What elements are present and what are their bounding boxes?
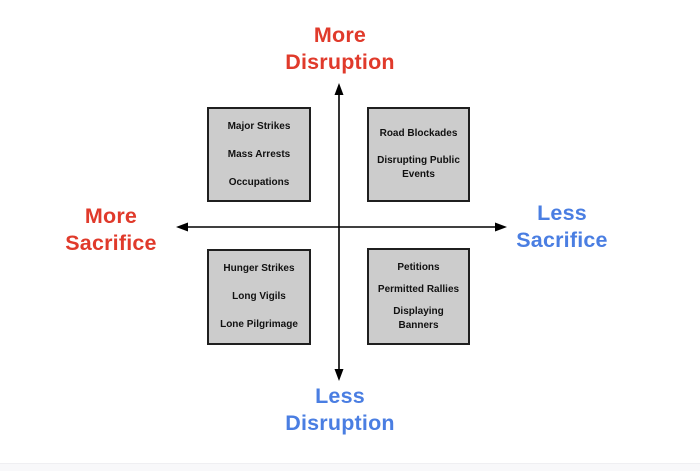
tactic-item: Lone Pilgrimage (220, 319, 298, 330)
tactic-item: Major Strikes (227, 120, 291, 132)
quadrant-box-bottom-left: Hunger Strikes Long Vigils Lone Pilgrima… (207, 249, 311, 345)
quadrant-box-top-right: Road Blockades Disrupting Public Events (367, 107, 470, 202)
tactic-item: Hunger Strikes (223, 263, 295, 274)
axis-label-line: Disruption (285, 50, 395, 74)
tactic-item: Petitions (397, 261, 440, 273)
axis-label-line: Less (537, 201, 587, 225)
axis-label-less-sacrifice: Less Sacrifice (482, 200, 642, 254)
axis-label-line: More (84, 204, 138, 228)
axis-label-more-sacrifice: More Sacrifice (31, 203, 191, 257)
right-arrow-icon (495, 222, 507, 232)
bottom-strip (0, 463, 700, 471)
tactic-item: Displaying Banners (393, 305, 444, 331)
axis-label-line: Less (315, 384, 365, 408)
tactic-item: Long Vigils (232, 291, 286, 302)
tactic-item: Mass Arrests (227, 148, 291, 160)
tactic-item: Permitted Rallies (377, 283, 460, 295)
axis-label-more-disruption: More Disruption (240, 22, 440, 76)
quadrant-box-top-left: Major Strikes Mass Arrests Occupations (207, 107, 311, 202)
quadrant-box-bottom-right: Petitions Permitted Rallies Displaying B… (367, 248, 470, 345)
axis-label-line: Sacrifice (65, 231, 157, 255)
down-arrow-icon (334, 369, 344, 381)
up-arrow-icon (334, 83, 344, 95)
tactic-item: Road Blockades (379, 128, 458, 139)
axis-label-line: More (313, 23, 367, 47)
tactic-item: Occupations (228, 176, 290, 188)
left-arrow-icon (176, 222, 188, 232)
axis-label-less-disruption: Less Disruption (240, 383, 440, 437)
tactic-item: Disrupting Public Events (377, 155, 460, 180)
axis-label-line: Disruption (285, 411, 395, 435)
axis-label-line: Sacrifice (516, 228, 608, 252)
